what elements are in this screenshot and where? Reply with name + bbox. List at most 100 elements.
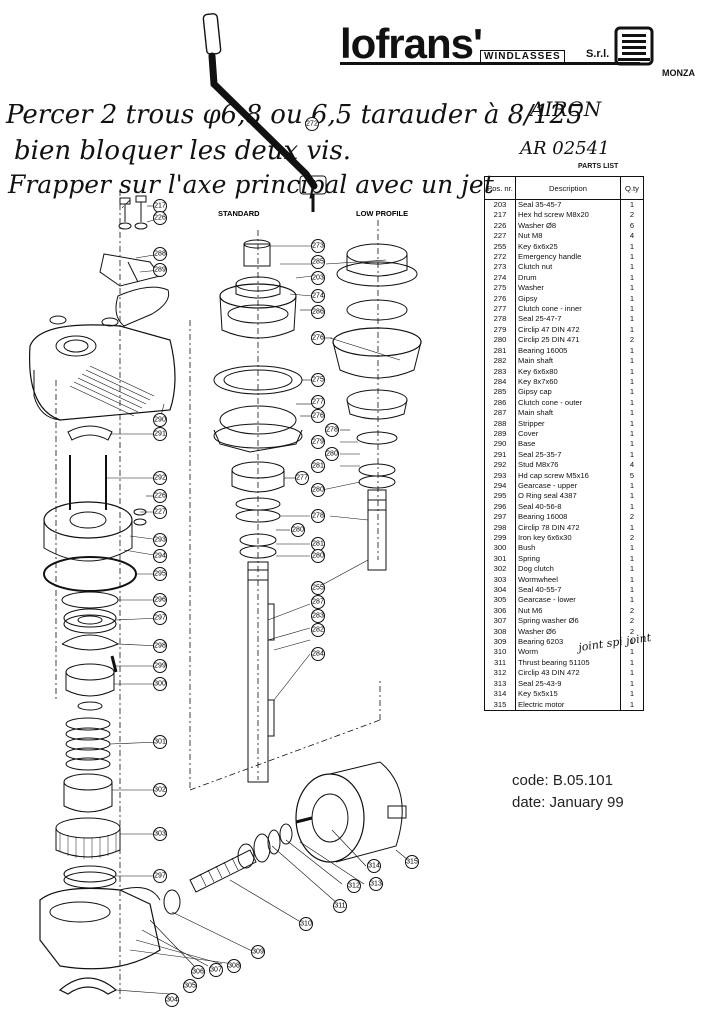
part-description: Cover [515, 428, 621, 440]
part-description: Bearing 6203 [515, 637, 621, 648]
svg-text:309: 309 [252, 949, 264, 956]
part-quantity: 1 [620, 585, 644, 596]
part-description: O Ring seal 4387 [515, 491, 621, 502]
callout-301: 301 [153, 735, 167, 749]
callout-217: 217 [153, 199, 167, 213]
svg-text:295: 295 [154, 571, 166, 578]
part-callouts: 217 226 288 289 290 291 292 226 227 293 … [153, 117, 419, 1007]
part-quantity: 1 [620, 668, 644, 679]
svg-text:300: 300 [154, 681, 166, 688]
part-number: 297 [493, 512, 507, 522]
part-description: Seal 25-47-7 [515, 314, 621, 325]
svg-text:281: 281 [312, 541, 324, 548]
part-description: Clutch nut [515, 262, 621, 273]
part-description: Clutch cone - inner [515, 304, 621, 315]
svg-text:292: 292 [154, 475, 166, 482]
part-number: 294 [493, 480, 507, 490]
part-description: Electric motor [515, 699, 621, 711]
part-quantity: 1 [620, 449, 644, 461]
part-quantity: 1 [620, 657, 644, 669]
part-description: Dog clutch [515, 564, 621, 575]
part-quantity: 1 [620, 418, 644, 429]
part-quantity: 1 [620, 480, 644, 492]
svg-text:279: 279 [312, 439, 324, 446]
part-quantity: 2 [620, 210, 644, 221]
svg-text:289: 289 [154, 267, 166, 274]
part-quantity: 1 [620, 345, 644, 357]
part-description: Clutch cone - outer [515, 397, 621, 409]
callout-283: 283 [311, 609, 325, 623]
callout-314: 314 [367, 859, 381, 873]
svg-text:312: 312 [348, 883, 360, 890]
part-number: 288 [493, 418, 507, 428]
svg-text:278: 278 [326, 427, 338, 434]
part-quantity: 1 [620, 397, 644, 409]
col-header-quantity: Q.ty [620, 176, 644, 200]
svg-text:293: 293 [154, 537, 166, 544]
callout-288: 288 [153, 247, 167, 261]
callout-273: 273 [311, 239, 325, 253]
svg-text:291: 291 [154, 431, 166, 438]
part-number: 272 [493, 252, 507, 262]
part-description: Nut M6 [515, 605, 621, 617]
part-number: 301 [493, 553, 507, 563]
callout-227: 227 [153, 505, 167, 519]
callout-290: 290 [153, 413, 167, 427]
part-quantity: 2 [620, 605, 644, 617]
part-number: 292 [493, 460, 507, 470]
svg-text:286: 286 [312, 309, 324, 316]
part-quantity: 6 [620, 220, 644, 232]
part-quantity: 1 [620, 689, 644, 700]
callout-291: 291 [153, 427, 167, 441]
part-number: 280 [493, 335, 507, 345]
svg-text:290: 290 [154, 417, 166, 424]
part-quantity: 1 [620, 387, 644, 398]
part-number: 274 [493, 272, 507, 282]
brand-name: lofrans' [340, 20, 483, 67]
svg-text:282: 282 [312, 627, 324, 634]
callout-292: 292 [153, 471, 167, 485]
part-quantity: 2 [620, 616, 644, 627]
part-quantity: 1 [620, 366, 644, 377]
part-number: 276 [493, 293, 507, 303]
callout-306: 306 [191, 965, 205, 979]
part-number: 226 [493, 220, 507, 230]
svg-text:275: 275 [312, 377, 324, 384]
part-number: 299 [493, 533, 507, 542]
callout-310: 310 [299, 917, 313, 931]
part-description: Seal 25-43-9 [515, 678, 621, 690]
svg-text:285: 285 [312, 259, 324, 266]
callout-315: 315 [405, 855, 419, 869]
part-description: Wormwheel [515, 574, 621, 586]
svg-text:314: 314 [368, 863, 380, 870]
part-description: Bearing 16008 [515, 512, 621, 523]
part-number: 217 [493, 210, 507, 220]
part-description: Gipsy [515, 293, 621, 305]
part-number: 283 [493, 366, 507, 376]
svg-text:298: 298 [154, 643, 166, 650]
callout-255: 255 [311, 581, 325, 595]
callout-281: 281 [311, 459, 325, 473]
callout-279: 279 [311, 435, 325, 449]
svg-text:297: 297 [154, 873, 166, 880]
svg-text:307: 307 [210, 967, 222, 974]
svg-text:276: 276 [312, 335, 324, 342]
callout-284: 284 [311, 647, 325, 661]
callout-299: 299 [153, 659, 167, 673]
